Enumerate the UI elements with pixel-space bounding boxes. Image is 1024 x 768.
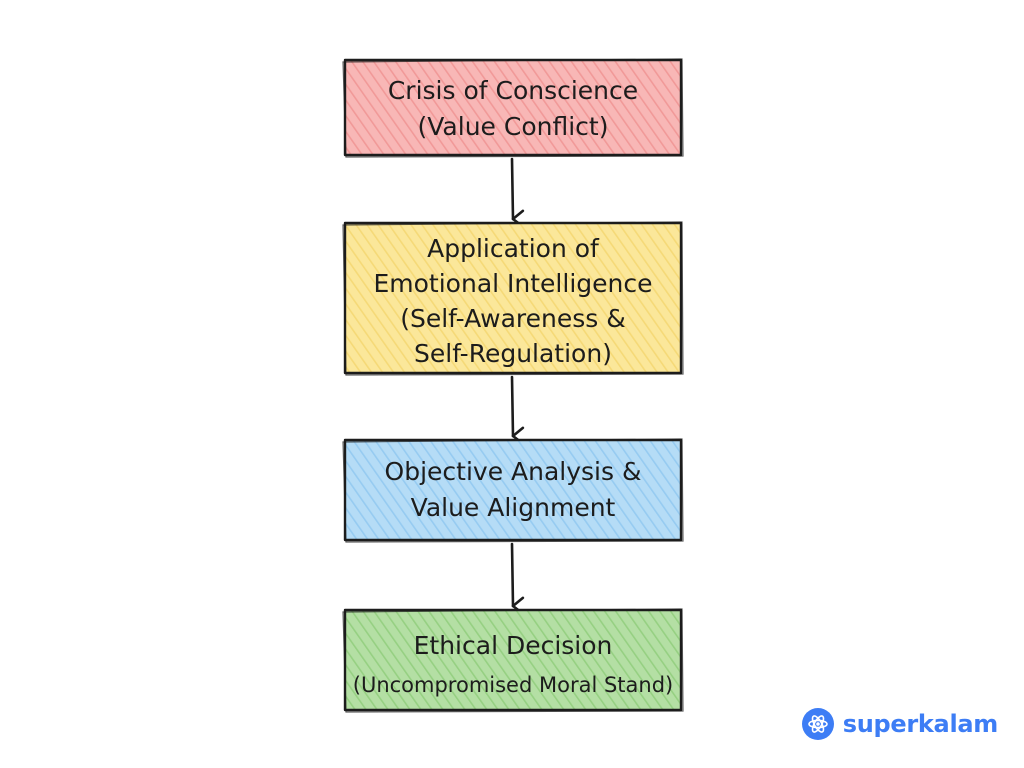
arrow-objective-analysis-to-ethical-decision [510,542,525,616]
arrow-emotional-intelligence-to-objective-analysis [510,375,525,446]
node-fill [345,440,681,540]
node-label-line: (Self-Awareness & [400,304,626,333]
node-ethical-decision: Ethical Decision (Uncompromised Moral Sta… [342,608,684,713]
node-label-line: Ethical Decision [414,631,613,660]
node-label-line: Crisis of Conscience [388,76,638,105]
brand-logo: superkalam [801,704,999,744]
node-objective-analysis: Objective Analysis & Value Alignment [342,438,684,543]
node-crisis: Crisis of Conscience (Value Conflict) [342,58,684,158]
node-label-line: Objective Analysis & [385,457,642,486]
node-fill [345,60,681,155]
node-label-line: Value Alignment [411,493,616,522]
node-fill [345,223,681,373]
arrow-crisis-to-emotional-intelligence [510,157,525,229]
node-border-sketch [342,221,684,376]
node-label-line: Self-Regulation) [414,339,612,368]
brand-name: superkalam [842,710,999,738]
node-border-sketch [342,58,684,158]
atom-icon [801,708,834,740]
node-border-sketch [342,608,684,713]
node-label-line: Emotional Intelligence [373,269,652,298]
node-fill [345,610,681,710]
node-emotional-intelligence: Application of Emotional Intelligence (Sel… [342,221,684,376]
node-border-sketch [342,438,684,543]
node-label-line: (Uncompromised Moral Stand) [353,673,673,697]
node-label-line: Application of [427,234,600,263]
node-label-line: (Value Conflict) [418,112,609,141]
